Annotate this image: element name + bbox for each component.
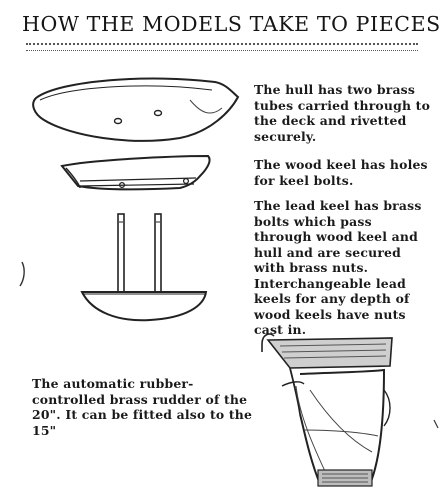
dotted-rule xyxy=(26,43,418,45)
dotted-rule xyxy=(26,50,418,51)
hull-caption: The hull has two brass tubes carried thr… xyxy=(254,82,431,144)
rudder-caption: The automatic rubber-controlled brass ru… xyxy=(32,376,253,438)
page-title: HOW THE MODELS TAKE TO PIECES xyxy=(22,12,441,36)
lead-keel-caption: The lead keel has brass bolts which pass… xyxy=(254,198,422,337)
wood-keel-caption: The wood keel has holes for keel bolts. xyxy=(254,157,428,188)
